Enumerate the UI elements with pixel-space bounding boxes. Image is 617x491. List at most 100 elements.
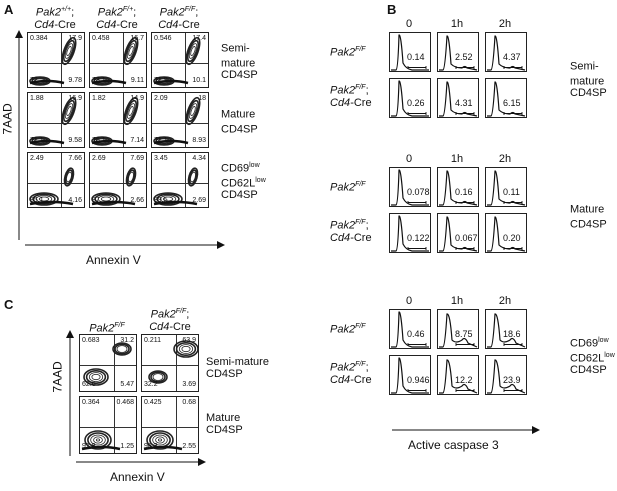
quadrant-ur-value: 0.68 — [182, 399, 196, 406]
quadrant-line-h — [152, 63, 208, 64]
contour-plot — [153, 36, 201, 86]
genotype-gene: Pak2 — [330, 219, 356, 232]
genotype-allele: F/F — [355, 84, 366, 91]
quadrant-line-h — [152, 123, 208, 124]
contour-plot — [29, 96, 77, 146]
b-group-label-2-s2: low — [604, 351, 615, 359]
c-x-axis-arrow — [76, 458, 206, 466]
histogram-curve — [391, 34, 429, 71]
quadrant-line-v — [185, 93, 186, 147]
contour-plot — [153, 167, 199, 206]
quadrant-ll-value: 87 — [92, 197, 100, 204]
a-col-header-2-cre: -Cre — [178, 18, 200, 31]
quadrant-ur-value: 16.7 — [130, 35, 144, 42]
a-col-header-1: Pak2F/+;Cd4-Cre — [85, 4, 149, 31]
quadrant-ul-value: 3.45 — [154, 155, 168, 162]
genotype-allele: F/F — [355, 323, 366, 330]
a-col-header-2-cre-gene: Cd4 — [158, 18, 179, 31]
quadrant-ul-value: 0.546 — [154, 35, 172, 42]
contour-plot — [91, 36, 139, 86]
genotype-allele: F/F — [355, 219, 366, 226]
a-col-header-0: Pak2+/+;Cd4-Cre — [23, 4, 87, 31]
b-time-header-g0-1: 1h — [450, 18, 464, 30]
b-histogram-g2-0-t2: 18.6 — [485, 309, 527, 349]
a-row-label-2-l1: CD69 — [221, 162, 250, 175]
genotype-sep: ; — [365, 84, 369, 97]
quadrant-ul-value: 0.425 — [144, 399, 162, 406]
quadrant-ll-value: 71.9 — [154, 77, 168, 84]
quadrant-line-v — [114, 397, 115, 453]
quadrant-ll-value: 85.1 — [30, 197, 44, 204]
genotype-gene: Pak2 — [330, 181, 356, 194]
quadrant-ur-value: 17.9 — [68, 35, 82, 42]
gate-value: 0.46 — [407, 329, 425, 339]
genotype-cre: -Cre — [350, 96, 372, 109]
a-row-label-0-l3: CD4SP — [221, 69, 258, 82]
genotype-sep: ; — [365, 219, 369, 232]
quadrant-line-h — [90, 123, 146, 124]
quadrant-ur-value: 63.9 — [182, 337, 196, 344]
quadrant-line-v — [176, 397, 177, 453]
quadrant-ur-value: 14.9 — [130, 95, 144, 102]
b-genotype-label-g1-0: Pak2F/F — [330, 179, 366, 194]
b-time-header-g1-0: 0 — [405, 153, 413, 165]
quadrant-line-v — [185, 153, 186, 207]
quadrant-ll-value: 62.6 — [82, 381, 96, 388]
quadrant-lr-value: 3.69 — [182, 381, 196, 388]
quadrant-lr-value: 2.69 — [192, 197, 206, 204]
histogram-curve — [439, 313, 478, 348]
b-histogram-g0-1-t2: 6.15 — [485, 78, 527, 118]
quadrant-line-h — [28, 183, 84, 184]
quadrant-line-h — [28, 63, 84, 64]
histogram-curve — [487, 216, 526, 252]
a-row-label-1-l2: CD4SP — [221, 123, 258, 136]
b-histogram-g2-0-t1: 8.75 — [437, 309, 479, 349]
quadrant-ll-value: 32.2 — [144, 381, 158, 388]
b-histogram-g2-1-t1: 12.2 — [437, 355, 479, 395]
quadrant-ul-value: 1.88 — [30, 95, 44, 102]
c-col-header-1-sep: ; — [186, 308, 190, 321]
quadrant-ul-value: 0.211 — [144, 337, 161, 344]
c-col-header-0: Pak2F/F — [75, 320, 139, 335]
a-y-axis-arrow — [15, 30, 23, 240]
a-col-header-0-cre: -Cre — [54, 18, 76, 31]
genotype-gene: Pak2 — [330, 323, 356, 336]
b-histogram-g0-1-t0: 0.26 — [389, 78, 431, 118]
genotype-cre-gene: Cd4 — [330, 96, 351, 109]
histogram-curve — [487, 170, 526, 206]
c-col-header-1-allele: F/F — [175, 308, 187, 315]
quadrant-ul-value: 0.458 — [92, 35, 110, 42]
a-x-axis-arrow — [25, 241, 225, 249]
b-time-header-g2-0: 0 — [405, 295, 413, 307]
c-col-header-1-cre-gene: Cd4 — [149, 320, 170, 333]
a-row-label-0-l1: Semi- — [221, 42, 250, 55]
quadrant-line-h — [152, 183, 208, 184]
contour-plot — [91, 96, 139, 146]
genotype-cre: -Cre — [350, 231, 372, 244]
b-x-axis-label: Active caspase 3 — [408, 438, 499, 452]
gate-value: 18.6 — [503, 329, 521, 339]
a-col-header-1-sep: ; — [133, 6, 137, 19]
quadrant-ur-value: 18 — [198, 95, 206, 102]
histogram-curve — [487, 359, 526, 394]
quadrant-line-v — [176, 335, 177, 391]
quadrant-line-h — [142, 365, 198, 366]
quadrant-ul-value: 0.364 — [82, 399, 100, 406]
b-group-label-2-s1: low — [598, 337, 609, 344]
contour-plot — [83, 342, 132, 386]
quadrant-line-h — [90, 63, 146, 64]
contour-plot — [143, 430, 183, 451]
quadrant-ll-value: 97.8 — [82, 443, 96, 450]
contour-plot — [148, 340, 198, 384]
b-histogram-g0-1-t1: 4.31 — [437, 78, 479, 118]
histogram-curve — [439, 216, 478, 252]
b-time-header-g2-1: 1h — [450, 295, 464, 307]
quadrant-line-h — [142, 427, 198, 428]
